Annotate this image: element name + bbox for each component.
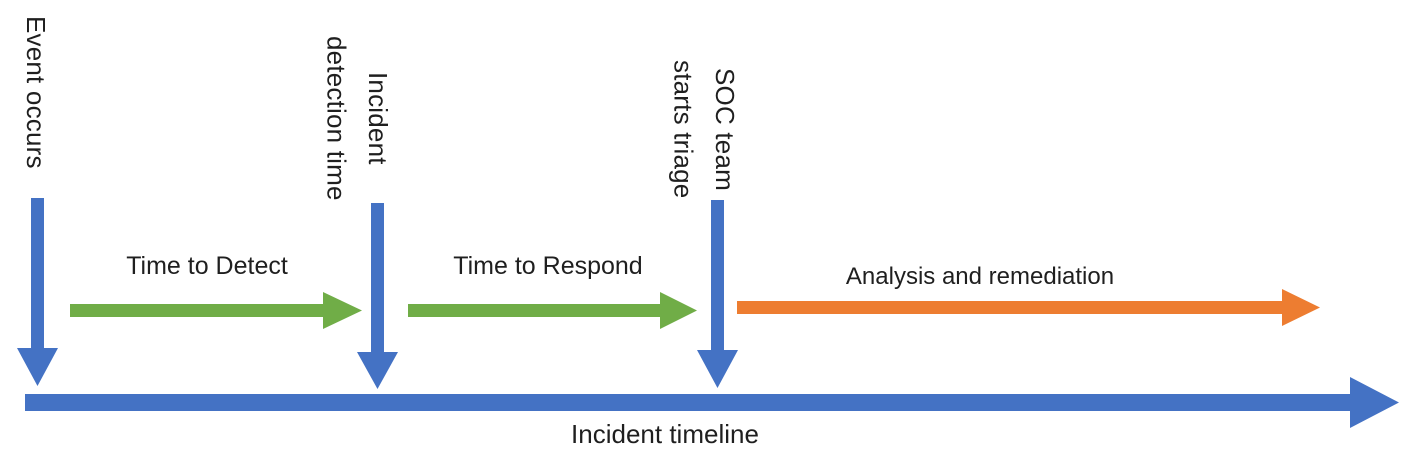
milestone-arrow-incident-detection-time <box>357 203 398 389</box>
timeline-label: Incident timeline <box>571 419 759 449</box>
milestone-arrow-event-occurs <box>17 198 58 386</box>
milestone-arrow-soc-team-starts-triage <box>697 200 738 388</box>
milestone-label-event-occurs: Event occurs <box>21 15 51 169</box>
phase-label-time-to-respond: Time to Respond <box>453 252 643 280</box>
phase-arrow-time-to-detect <box>70 292 362 329</box>
milestone-label-soc-team-starts-triage: SOC team starts triage <box>668 59 740 199</box>
milestone-label-incident-detection-time: Incident detection time <box>321 35 393 201</box>
phase-arrow-time-to-respond <box>408 292 697 329</box>
phase-label-analysis-and-remediation: Analysis and remediation <box>845 263 1115 290</box>
phase-label-time-to-detect: Time to Detect <box>126 252 288 280</box>
phase-arrow-analysis-and-remediation <box>737 289 1320 326</box>
timeline-arrow <box>25 377 1399 428</box>
